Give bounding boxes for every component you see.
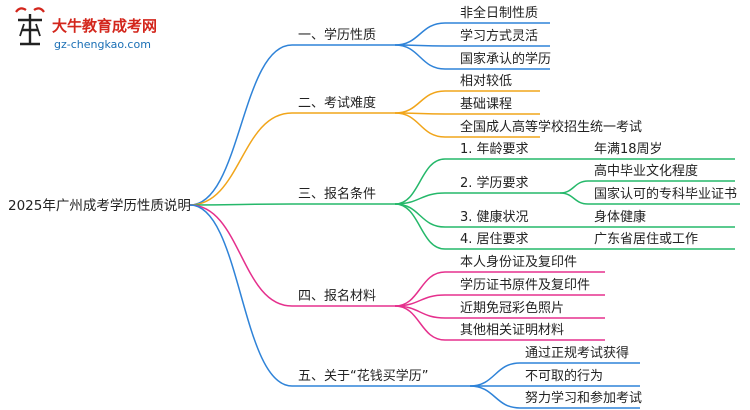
branch-3-item-2: 2. 学历要求 [460,175,529,191]
branch-3-item-1: 1. 年龄要求 [460,142,529,157]
branch-5-item-3: 努力学习和参加考试 [525,390,642,406]
leaf-link-4-4 [394,305,446,341]
leaf-link-1-1 [394,22,446,46]
branch-3: 三、报名条件 1. 年龄要求 2. 学历要求 3. 健康状况 4. 居住要求 年… [298,142,737,247]
branch-4: 四、报名材料 本人身份证及复印件 学历证书原件及复印件 近期免冠彩色照片 其他相… [298,254,590,338]
leaf-link-5-1 [469,362,521,387]
leaf-link-2-3 [394,112,446,138]
branch-3-item-2-detail-1: 高中毕业文化程度 [594,163,698,179]
branch-5: 五、关于“花钱买学历” 通过正规考试获得 不可取的行为 努力学习和参加考试 [298,345,642,406]
branch-3-label: 三、报名条件 [298,186,376,202]
bull-logo-icon [15,7,45,46]
branch-1-item-3: 国家承认的学历 [460,51,551,67]
branch-2-item-3: 全国成人高等学校招生统一考试 [460,119,642,135]
branch-2-label: 二、考试难度 [298,95,376,111]
branch-3-item-4: 4. 居住要求 [460,232,529,247]
branch-5-label: 五、关于“花钱买学历” [298,368,428,384]
branch-5-item-1: 通过正规考试获得 [525,345,629,361]
root-link-1 [189,44,293,206]
branch-3-item-3-detail-1: 身体健康 [594,209,646,225]
branch-1: 一、学历性质 非全日制性质 学习方式灵活 国家承认的学历 [298,5,551,67]
branch-4-label: 四、报名材料 [298,288,376,304]
detail-link-3-2a [559,180,589,194]
root-link-2 [189,112,293,206]
leaf-link-2-1 [394,90,446,114]
branch-2-item-1: 相对较低 [460,74,512,89]
branch-3-item-4-detail-1: 广东省居住或工作 [594,232,698,247]
branch-1-item-1: 非全日制性质 [460,5,538,21]
branch-3-item-3: 3. 健康状况 [460,209,529,225]
branch-5-item-2: 不可取的行为 [525,368,603,384]
branch-4-item-2: 学历证书原件及复印件 [460,277,590,293]
leaf-link-3-1 [394,158,446,205]
logo-url: gz-chengkao.com [54,38,151,51]
connector-lines [189,22,740,409]
branch-1-item-2: 学习方式灵活 [460,28,538,44]
site-logo: 大牛教育成考网 gz-chengkao.com [15,7,157,51]
branch-2-item-2: 基础课程 [460,97,512,112]
root-link-4 [189,204,293,307]
branch-2: 二、考试难度 相对较低 基础课程 全国成人高等学校招生统一考试 [298,74,642,135]
logo-title: 大牛教育成考网 [52,17,157,35]
branch-3-item-2-detail-2: 国家认可的专科毕业证书 [594,186,737,202]
branch-4-item-4: 其他相关证明材料 [460,323,564,338]
branch-4-item-3: 近期免冠彩色照片 [460,300,564,316]
branch-3-item-1-detail-1: 年满18周岁 [594,142,663,157]
root-topic: 2025年广州成考学历性质说明 [8,198,191,214]
root-link-5 [189,204,293,387]
leaf-link-1-3 [394,44,446,70]
detail-link-3-2b [559,192,589,205]
leaf-link-5-3 [469,385,521,409]
branch-4-item-1: 本人身份证及复印件 [460,254,577,270]
leaf-link-3-4 [394,203,446,250]
leaf-link-3-3 [394,203,446,228]
root-link-3 [189,203,293,206]
branch-1-label: 一、学历性质 [298,27,376,43]
